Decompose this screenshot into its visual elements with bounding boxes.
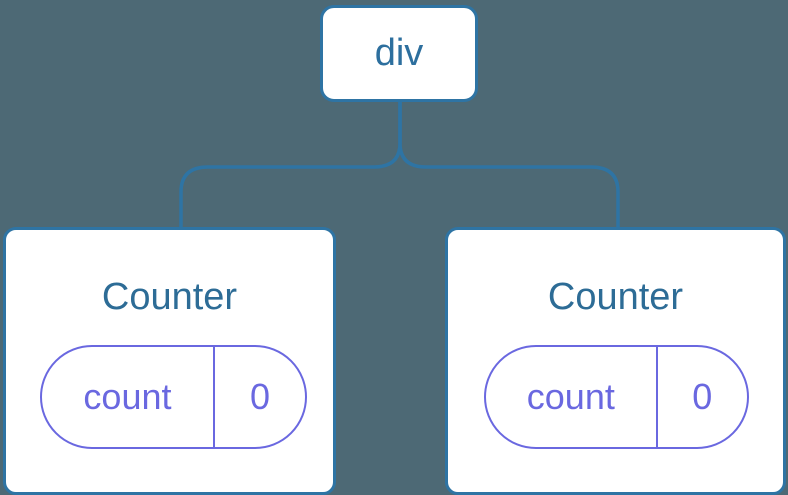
root-node: div — [320, 5, 478, 102]
root-node-label: div — [374, 32, 424, 74]
state-value: 0 — [692, 376, 713, 417]
state-pill: count 0 — [40, 345, 307, 449]
state-pill: count 0 — [484, 345, 749, 449]
state-key-label: count — [486, 347, 658, 447]
component-card-right: Counter count 0 — [445, 227, 786, 495]
connector-left-branch — [179, 101, 402, 227]
connector-right-branch — [398, 101, 620, 227]
state-key-label: count — [42, 347, 215, 447]
component-title: Counter — [101, 276, 238, 318]
component-card-left: Counter count 0 — [3, 227, 336, 495]
state-value: 0 — [249, 376, 270, 417]
component-title: Counter — [547, 276, 684, 318]
